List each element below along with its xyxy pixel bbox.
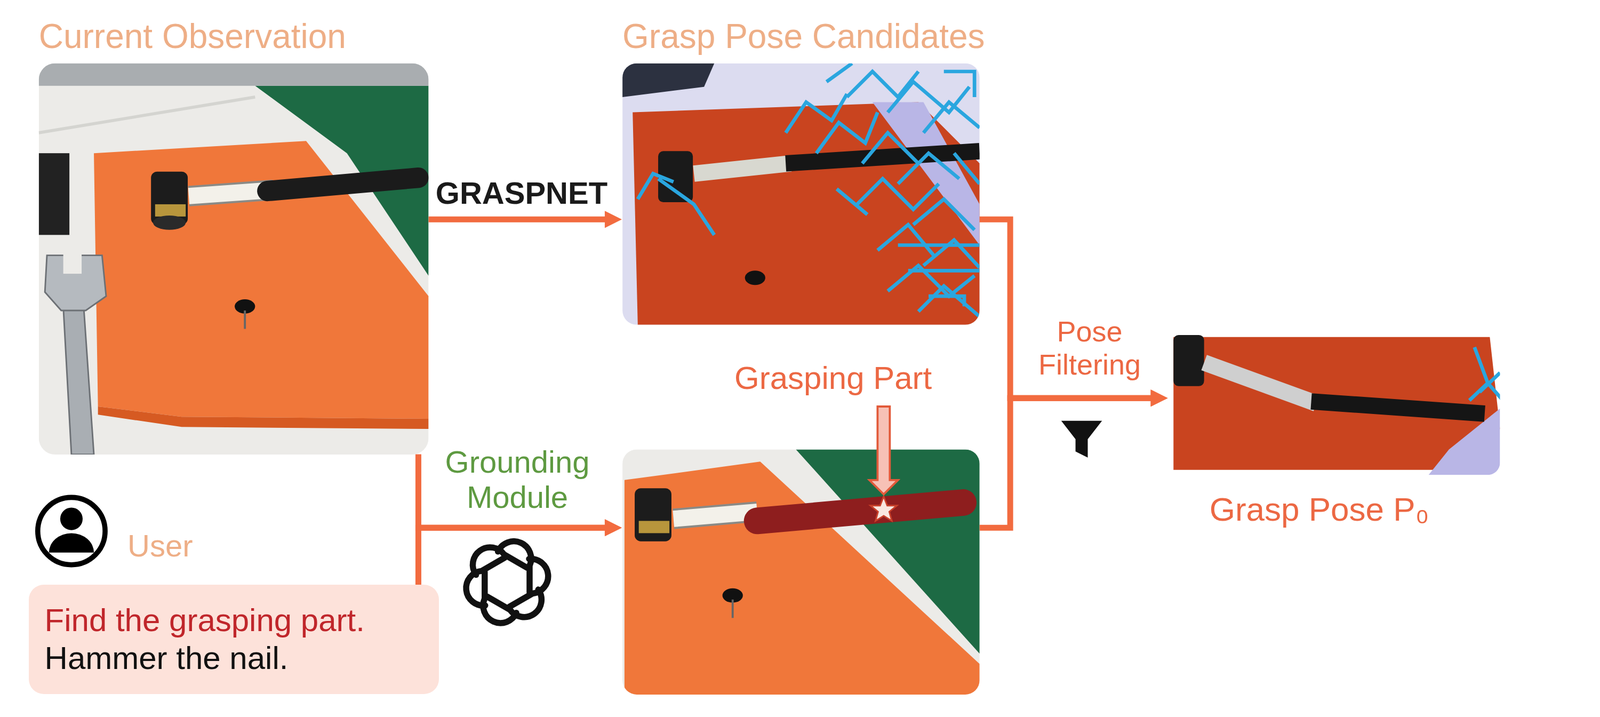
grasp-pose-glyphs [898,243,980,247]
observation-photo [38,153,70,235]
user-icon [37,497,106,565]
grounding-photo [638,520,670,533]
candidates-panel: Grasp Pose Candidates [622,63,980,325]
prompt-instruction: Find the grasping part. [44,601,423,640]
grasp-pose-glyphs [923,101,980,133]
llm-logo [459,556,521,611]
user-icon [37,497,106,565]
flow-arrow [979,219,1158,398]
grasp-pose-glyphs [913,198,975,230]
point-cloud-candidates [622,63,980,325]
grasp-pose-glyphs [862,132,919,164]
grasp-pose-glyphs [816,112,878,154]
observation-photo [93,140,429,419]
funnel-icon [1061,420,1103,458]
point-cloud-result [1469,347,1500,407]
point-cloud-candidates [745,270,766,285]
grounding-photo [622,449,980,694]
grounding-photo [622,449,980,694]
point-cloud-candidates [785,150,980,164]
flow-arrow [418,527,612,585]
point-cloud-candidates [622,63,980,325]
point-cloud-result [1168,331,1501,475]
part-callout: Grasping Part [734,359,932,398]
grasp-pose-glyphs [846,71,919,98]
observation-photo [153,215,186,230]
llm-logo [467,540,528,596]
panel-title: Grasp Pose P₀ [1209,489,1430,529]
point-cloud-result [1311,401,1485,414]
grasp-pose-glyphs [898,153,960,184]
prompt-box: Find the grasping part.Hammer the nail. [28,584,439,694]
panel-title: Current Observation [38,16,347,58]
observation-photo [243,310,246,329]
flow-arrow [428,216,613,223]
llm-logo [483,571,517,623]
point-cloud-result [1173,334,1204,387]
point-cloud-candidates [632,101,980,325]
grounding-photo [624,461,980,695]
observation-photo [98,406,429,429]
result-panel: Grasp Pose P₀ [1168,331,1501,475]
step-label: Pose Filtering [1022,314,1157,381]
observation-photo [38,63,429,455]
prompt-task: Hammer the nail. [44,639,423,678]
grounding-photo [870,496,898,521]
point-cloud-candidates [872,101,980,245]
point-cloud-result [1168,331,1501,475]
point-cloud-result [1204,362,1317,404]
grasp-pose-glyphs [826,63,853,82]
module-label: Grounding Module [426,444,608,516]
llm-logo [459,540,555,624]
flow-arrow [979,397,1158,528]
user-icon [49,532,94,552]
pointer-arrow [869,406,899,495]
point-cloud-candidates [622,63,715,98]
grasp-pose-glyphs [836,188,868,215]
observation-photo [38,63,429,86]
grasp-pose-glyphs [877,224,934,255]
observation-photo [63,306,94,455]
actor-label: User [127,528,193,564]
grounding-photo [757,502,964,521]
observation-photo [155,204,186,217]
grasp-pose-glyphs [954,153,980,184]
grasp-pose-glyphs [918,285,980,317]
observation-photo [38,97,256,133]
observation-photo [267,177,419,191]
grasp-pose-glyphs [637,173,715,235]
grasp-pose-glyphs [928,296,965,307]
observation-photo [63,241,82,274]
grounding-photo [634,488,672,542]
grasp-pose-glyphs [908,268,980,273]
grasp-pose-glyphs [637,63,980,317]
observation-photo [38,63,429,455]
method-logo-label: GRASPNET [414,175,629,212]
user-icon [60,507,83,531]
grasp-pose-glyphs [944,71,975,98]
grounding-panel: Grasping Part [622,449,980,694]
grounding-photo [731,599,734,618]
panel-title: Grasp Pose Candidates [622,16,986,58]
point-cloud-candidates [693,163,791,174]
grasp-pose-glyphs [857,178,939,210]
observation-panel: Current Observation [38,63,429,455]
